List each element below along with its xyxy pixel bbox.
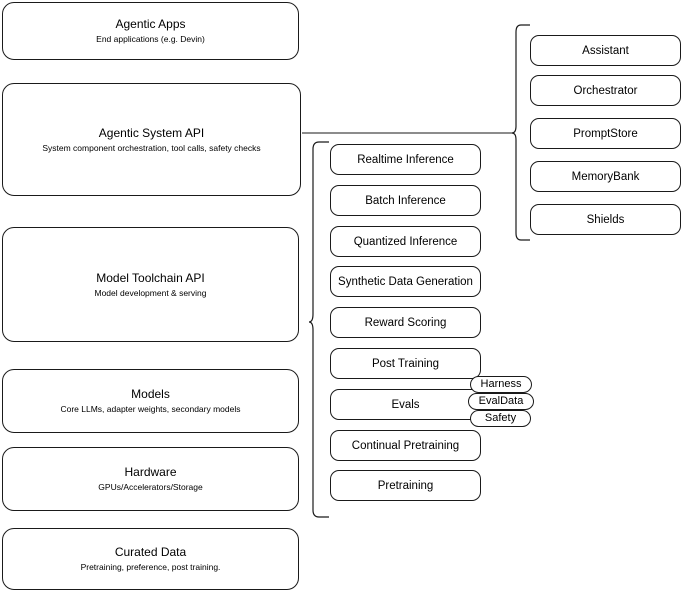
- layer-title: Agentic Apps: [115, 17, 186, 31]
- capability-box-evals[interactable]: Evals: [330, 389, 481, 420]
- component-label: Orchestrator: [573, 84, 638, 97]
- layer-subtitle: End applications (e.g. Devin): [96, 34, 205, 44]
- connector-agentic-api-to-components: [302, 132, 513, 134]
- middle-column-brace: [307, 140, 331, 519]
- component-label: MemoryBank: [571, 170, 640, 183]
- eval-tag-label: EvalData: [478, 395, 524, 407]
- capability-label: Synthetic Data Generation: [338, 275, 473, 288]
- eval-tag-label: Safety: [484, 412, 517, 424]
- layer-box-models[interactable]: Models Core LLMs, adapter weights, secon…: [2, 369, 299, 433]
- component-label: Assistant: [582, 44, 629, 57]
- capability-label: Evals: [391, 398, 420, 411]
- capability-label: Post Training: [371, 357, 440, 370]
- component-box-memorybank[interactable]: MemoryBank: [530, 161, 681, 192]
- layer-title: Hardware: [124, 465, 177, 479]
- layer-subtitle: GPUs/Accelerators/Storage: [98, 482, 203, 492]
- eval-tag-label: Harness: [480, 378, 522, 390]
- brace-svg: [511, 24, 530, 241]
- component-box-promptstore[interactable]: PromptStore: [530, 118, 681, 149]
- component-box-orchestrator[interactable]: Orchestrator: [530, 75, 681, 106]
- layer-title: Curated Data: [114, 545, 187, 559]
- capability-label: Pretraining: [377, 479, 434, 492]
- component-label: Shields: [586, 213, 625, 226]
- layer-box-agentic-apps[interactable]: Agentic Apps End applications (e.g. Devi…: [2, 2, 299, 60]
- brace-svg: [308, 141, 329, 518]
- component-label: PromptStore: [573, 127, 638, 140]
- capability-label: Continual Pretraining: [351, 439, 460, 452]
- connector-line-svg: [302, 132, 513, 134]
- layer-subtitle: System component orchestration, tool cal…: [42, 142, 261, 153]
- capability-box-realtime-inference[interactable]: Realtime Inference: [330, 144, 481, 175]
- eval-tag-evaldata[interactable]: EvalData: [468, 393, 534, 410]
- capability-label: Realtime Inference: [357, 153, 454, 166]
- component-box-shields[interactable]: Shields: [530, 204, 681, 235]
- layer-title: Models: [131, 387, 170, 401]
- layer-box-hardware[interactable]: Hardware GPUs/Accelerators/Storage: [2, 447, 299, 511]
- layer-box-model-toolchain-api[interactable]: Model Toolchain API Model development & …: [2, 227, 299, 342]
- layer-title: Agentic System API: [98, 125, 205, 140]
- capability-box-continual-pretraining[interactable]: Continual Pretraining: [330, 430, 481, 461]
- capability-box-pretraining[interactable]: Pretraining: [330, 470, 481, 501]
- capability-label: Reward Scoring: [364, 316, 447, 329]
- capability-label: Batch Inference: [365, 194, 446, 207]
- right-column-brace: [510, 23, 532, 242]
- capability-box-reward-scoring[interactable]: Reward Scoring: [330, 307, 481, 338]
- layer-subtitle: Core LLMs, adapter weights, secondary mo…: [60, 404, 241, 414]
- layer-box-curated-data[interactable]: Curated Data Pretraining, preference, po…: [2, 528, 299, 590]
- capability-label: Quantized Inference: [353, 235, 458, 248]
- layer-subtitle: Pretraining, preference, post training.: [80, 562, 221, 572]
- eval-tag-safety[interactable]: Safety: [470, 410, 531, 427]
- layer-title: Model Toolchain API: [96, 270, 205, 285]
- capability-box-batch-inference[interactable]: Batch Inference: [330, 185, 481, 216]
- eval-tag-harness[interactable]: Harness: [470, 376, 532, 393]
- layer-box-agentic-system-api[interactable]: Agentic System API System component orch…: [2, 83, 301, 196]
- capability-box-synthetic-data-generation[interactable]: Synthetic Data Generation: [330, 266, 481, 297]
- component-box-assistant[interactable]: Assistant: [530, 35, 681, 66]
- capability-box-post-training[interactable]: Post Training: [330, 348, 481, 379]
- capability-box-quantized-inference[interactable]: Quantized Inference: [330, 226, 481, 257]
- layer-subtitle: Model development & serving: [94, 287, 207, 298]
